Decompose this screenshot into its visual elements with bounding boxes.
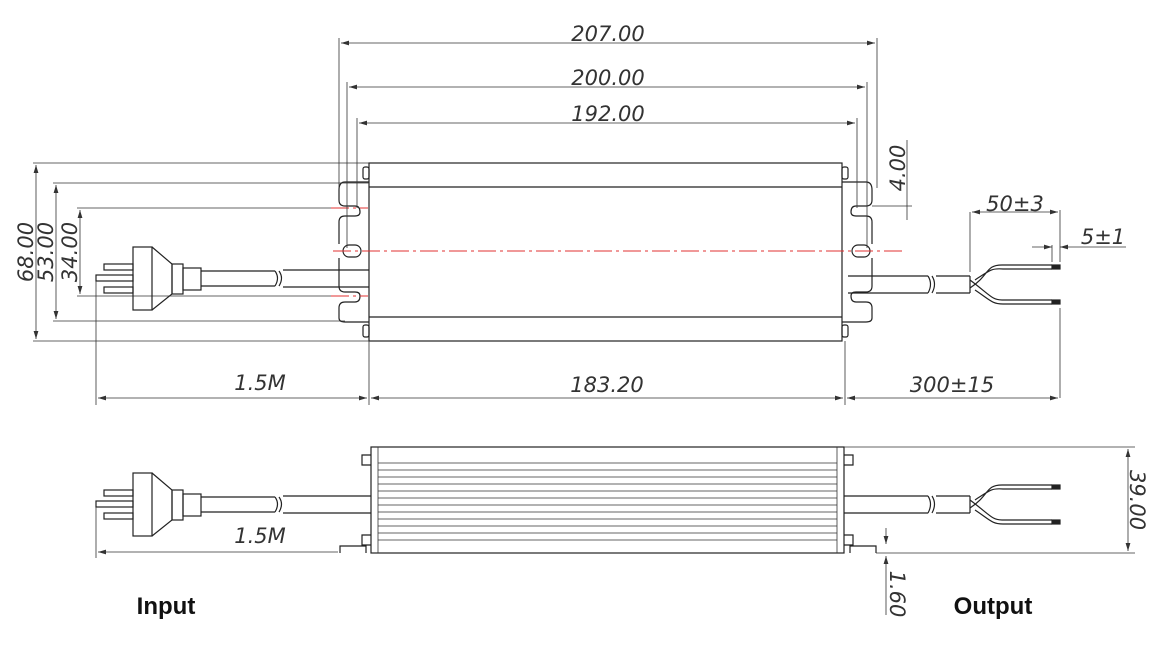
dim-height-inner: 34.00 [58,222,82,282]
side-view: 39.00 1.60 1.5M [95,446,1149,618]
dim-wire-split: 50±3 [986,192,1044,216]
output-cable [848,264,1061,305]
output-cable-side [844,484,1061,525]
dim-output-cable: 300±15 [910,373,994,397]
dim-mounting-length: 200.00 [571,66,644,90]
dim-wire-strip: 5±1 [1081,225,1125,249]
dim-body-length: 183.20 [570,373,643,397]
dim-flange-offset: 4.00 [886,145,910,192]
dim-input-cable: 1.5M [234,371,286,395]
dim-height-overall: 68.00 [14,222,38,282]
housing-side [370,446,845,554]
dim-inner-length: 192.00 [571,102,644,126]
left-mount-flange [338,166,370,338]
housing-top [368,162,843,342]
output-label: Output [954,593,1033,620]
dim-flange-thickness: 1.60 [885,571,909,618]
top-view: 207.00 200.00 192.00 4.00 68.00 53.00 34… [14,22,1126,405]
input-label: Input [137,593,196,620]
heatsink-fins [377,447,838,553]
dim-thickness: 39.00 [1125,470,1149,530]
input-plug [95,246,369,311]
dim-input-cable-side: 1.5M [234,524,286,548]
dim-height-mid: 53.00 [34,222,58,282]
dim-overall-length: 207.00 [571,22,644,46]
input-plug-side [95,472,371,537]
